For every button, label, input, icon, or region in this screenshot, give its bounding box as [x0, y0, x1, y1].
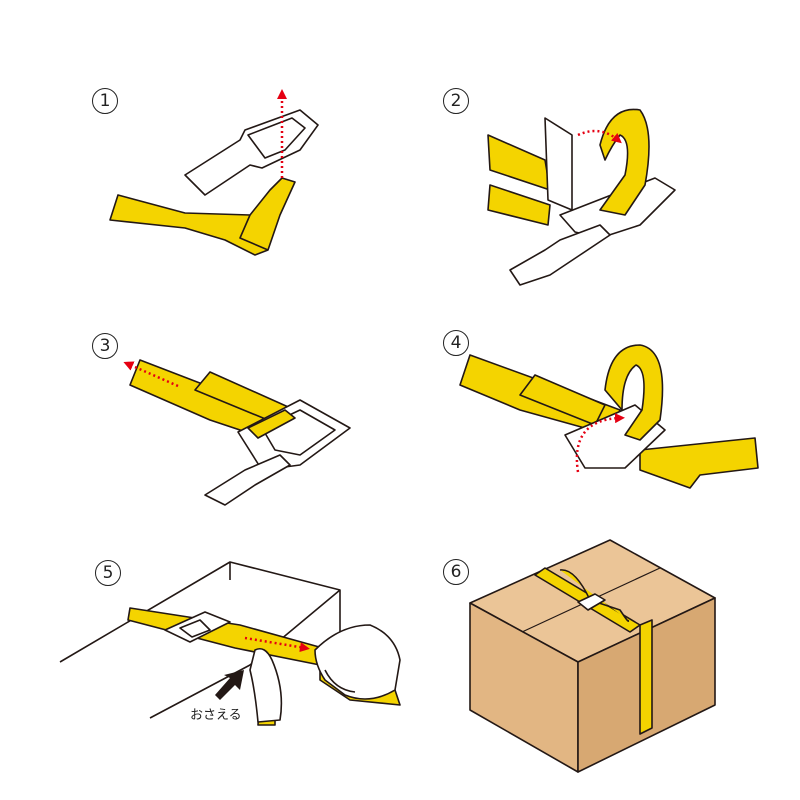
hand-right	[314, 624, 401, 700]
step-3-number: 3	[92, 333, 118, 359]
buckle-tongue	[204, 454, 291, 506]
strap-loop	[604, 344, 664, 441]
step-6-number: 6	[443, 559, 469, 585]
strap-back	[487, 134, 551, 191]
arrow-curve	[575, 413, 625, 473]
step-4-number: 4	[443, 330, 469, 356]
strap	[127, 607, 331, 666]
strap-right	[639, 437, 759, 489]
hand-left	[249, 647, 283, 723]
step-1-number: 1	[92, 88, 118, 114]
buckle-tongue	[509, 224, 611, 286]
buckle	[577, 593, 606, 611]
step-5-illustration	[59, 561, 401, 726]
step-2-number: 2	[443, 88, 469, 114]
step-2-illustration	[487, 108, 676, 286]
arrow-right	[244, 636, 310, 653]
step-5-number: 5	[95, 560, 121, 586]
strap-side	[639, 619, 653, 735]
step-3-illustration	[123, 359, 351, 506]
box-outline	[59, 561, 341, 719]
buckle-upright	[544, 117, 573, 211]
step-6-illustration	[469, 539, 716, 773]
step-1-illustration	[109, 89, 319, 256]
arrow-curve	[577, 129, 622, 144]
arrow-left	[123, 361, 179, 388]
press-caption: おさえる	[190, 708, 242, 723]
press-arrow-icon	[215, 670, 244, 700]
step-4-illustration	[459, 344, 759, 489]
